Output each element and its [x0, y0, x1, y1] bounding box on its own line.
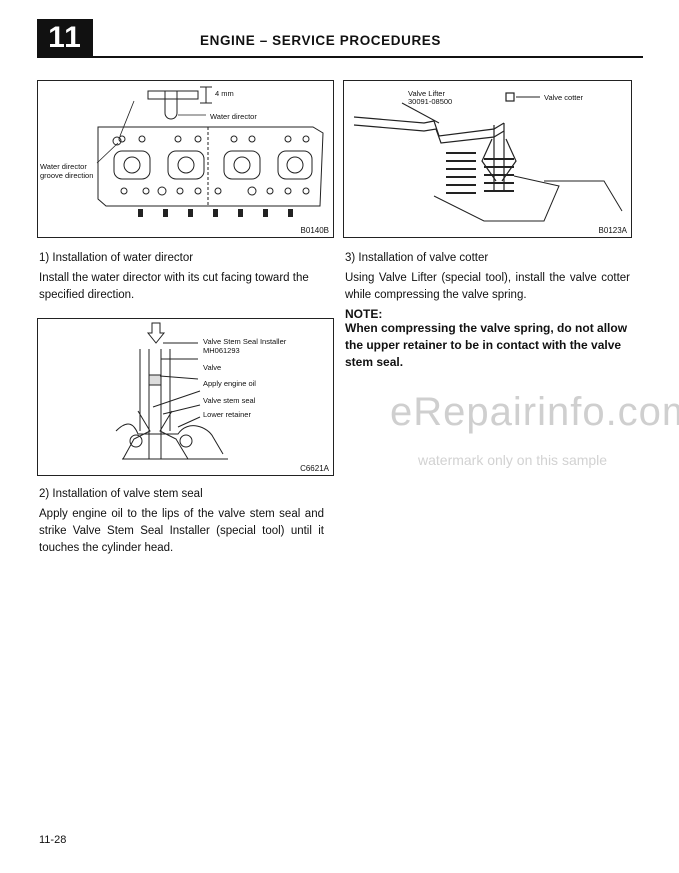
valve-lifter-drawing	[353, 92, 623, 222]
cylinder-head-drawing	[96, 86, 324, 217]
label-water-director-side: Water director	[40, 162, 87, 171]
label-apply-engine-oil: Apply engine oil	[203, 379, 256, 388]
section3-body: Using Valve Lifter (special tool), insta…	[345, 272, 630, 301]
figure-id: B0123A	[596, 226, 629, 235]
section2-body: Apply engine oil to the lips of the valv…	[39, 508, 324, 554]
label-valve: Valve	[203, 363, 222, 372]
watermark-main: eRepairinfo.com	[390, 390, 679, 434]
page-header-title: ENGINE – SERVICE PROCEDURES	[200, 33, 442, 48]
valve-stem-seal-drawing	[115, 322, 228, 460]
section1-body: Install the water director with its cut …	[39, 272, 309, 301]
section3-heading: 3) Installation of valve cotter	[345, 252, 489, 264]
figure-valve-cotter: Valve Lifter 30091-08500 Valve cotter B0…	[343, 80, 632, 238]
figure-water-director: 4 mm Water director Water director groov…	[37, 80, 334, 238]
figure-id: C6621A	[298, 464, 331, 473]
label-valve-cotter: Valve cotter	[544, 93, 584, 102]
section2-heading: 2) Installation of valve stem seal	[39, 488, 203, 500]
label-lower-retainer: Lower retainer	[203, 410, 251, 419]
page-number: 11-28	[39, 834, 67, 846]
label-groove-direction: groove direction	[40, 171, 94, 180]
label-valve-stem-seal: Valve stem seal	[203, 396, 256, 405]
label-valve-lifter-part-no: 30091-08500	[408, 97, 453, 106]
label-installer-part-no: MH061293	[203, 346, 240, 355]
figure-valve-stem-seal: Valve Stem Seal Installer MH061293 Valve…	[37, 318, 334, 476]
label-valve-stem-seal-installer: Valve Stem Seal Installer	[203, 337, 287, 346]
label-4mm: 4 mm	[215, 89, 234, 98]
note-body: When compressing the valve spring, do no…	[345, 321, 628, 369]
section1-heading: 1) Installation of water director	[39, 252, 194, 264]
section-tab: 11	[37, 19, 93, 57]
figure-id: B0140B	[298, 226, 331, 235]
note-title: NOTE:	[345, 307, 383, 321]
header-rule	[37, 56, 643, 58]
label-valve-lifter: Valve Lifter	[408, 89, 445, 98]
label-water-director-top: Water director	[210, 112, 257, 121]
watermark-sub: watermark only on this sample	[418, 452, 608, 468]
